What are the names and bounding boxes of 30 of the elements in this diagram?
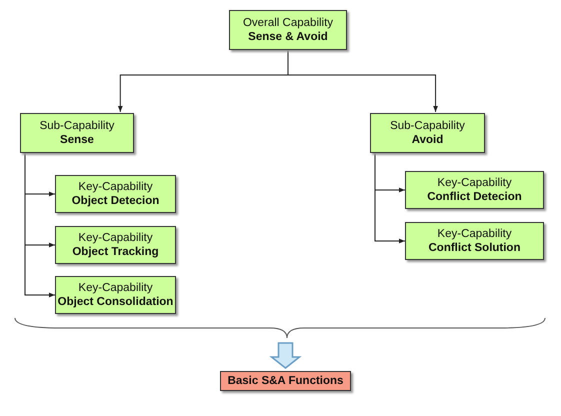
capability-box <box>20 113 134 153</box>
capability-level: Key-Capability <box>78 281 153 295</box>
capability-level: Sub-Capability <box>40 119 114 133</box>
output-box <box>220 371 351 391</box>
box-title: Basic S&A Functions <box>228 374 344 388</box>
capability-level: Key-Capability <box>78 180 153 194</box>
arrow <box>24 152 56 298</box>
capability-box <box>370 113 485 153</box>
arrow <box>374 152 406 244</box>
capability-name: Object Detecion <box>72 194 160 208</box>
capability-name: Conflict Detecion <box>427 190 522 204</box>
arrow <box>288 50 438 112</box>
capability-name: Sense <box>60 133 94 147</box>
capability-level: Key-Capability <box>78 231 153 245</box>
capability-level: Sub-Capability <box>390 119 465 133</box>
capability-box <box>405 222 544 260</box>
capability-name: Avoid <box>412 133 444 147</box>
capability-box <box>229 10 347 50</box>
capability-name: Object Consolidation <box>58 295 174 309</box>
capability-box <box>55 276 176 314</box>
capability-name: Sense & Avoid <box>248 30 328 44</box>
capability-box <box>405 171 544 209</box>
capability-name: Object Tracking <box>72 245 159 259</box>
capability-name: Conflict Solution <box>428 241 520 255</box>
capability-level: Key-Capability <box>437 227 512 241</box>
capability-level: Overall Capability <box>242 16 334 30</box>
block-arrow <box>269 342 302 369</box>
capability-box <box>55 226 176 264</box>
capability-level: Key-Capability <box>437 176 512 190</box>
capability-box <box>55 175 176 213</box>
